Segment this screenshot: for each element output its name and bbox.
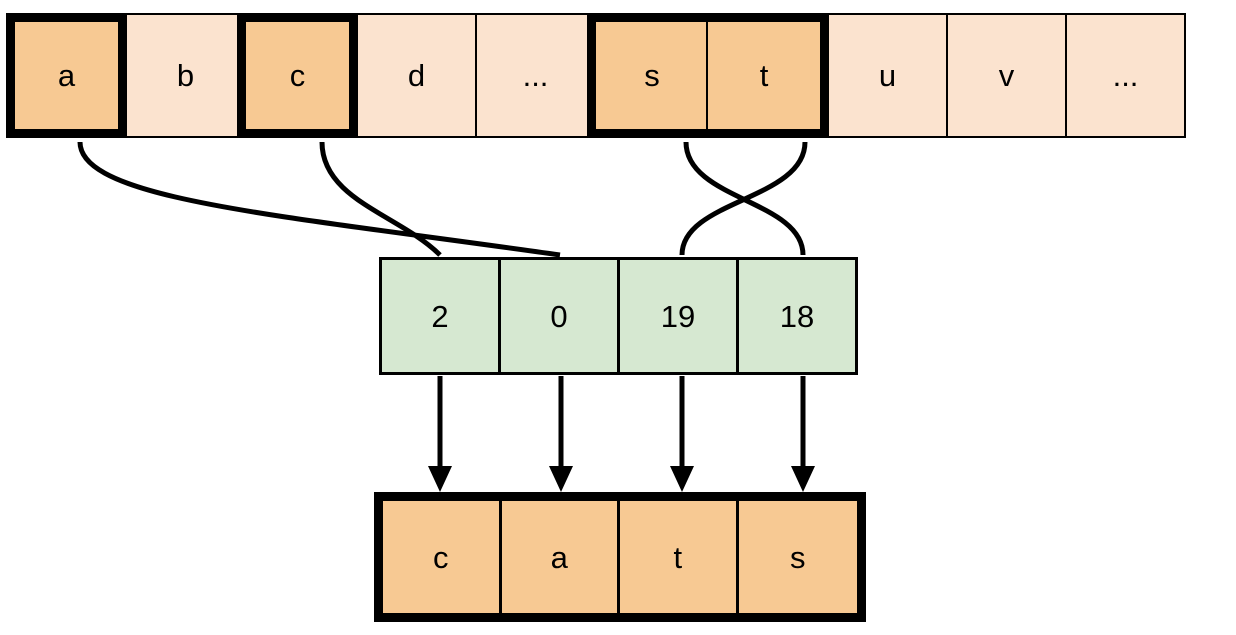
result-cell-label: a: [550, 539, 568, 575]
alphabet-cell-label: ...: [1112, 58, 1139, 93]
result-cell-1[interactable]: a: [501, 501, 620, 613]
result-cell-0[interactable]: c: [383, 501, 502, 613]
index-cell-2[interactable]: 19: [617, 257, 739, 375]
result-cell-2[interactable]: t: [620, 501, 739, 613]
result-cell-3[interactable]: s: [738, 501, 857, 613]
alphabet-cell-label: s: [644, 58, 660, 93]
connector-a-to-0: [77, 141, 561, 258]
result-cell-label: s: [790, 539, 806, 575]
arrow-2-to-c: [428, 376, 452, 492]
index-cell-3[interactable]: 18: [736, 257, 858, 375]
alphabet-cell-label: a: [57, 58, 76, 93]
alphabet-row: a b c d ... s t u v ...: [6, 13, 1225, 138]
alphabet-cell-label: v: [998, 58, 1015, 93]
alphabet-cell-d[interactable]: d: [356, 13, 477, 138]
index-row: 2 0 19 18: [379, 257, 865, 375]
alphabet-cell-s[interactable]: s: [587, 13, 708, 138]
alphabet-cell-label: b: [176, 58, 195, 93]
arrow-18-to-s: [791, 376, 815, 492]
alphabet-cell-label: d: [407, 58, 426, 93]
alphabet-cell-ellipsis-2[interactable]: ...: [1065, 13, 1186, 138]
alphabet-cell-a[interactable]: a: [6, 13, 127, 138]
index-cell-label: 0: [550, 298, 568, 334]
result-cell-label: t: [673, 539, 683, 575]
alphabet-cell-c[interactable]: c: [237, 13, 358, 138]
alphabet-cell-v[interactable]: v: [946, 13, 1067, 138]
alphabet-cell-label: u: [878, 58, 897, 93]
alphabet-cell-u[interactable]: u: [827, 13, 948, 138]
connector-t-to-19: [679, 141, 808, 256]
alphabet-cell-label: ...: [522, 58, 549, 93]
index-cell-label: 19: [660, 298, 696, 334]
arrow-19-to-t: [670, 376, 694, 492]
alphabet-cell-t[interactable]: t: [708, 13, 829, 138]
arrow-0-to-a: [549, 376, 573, 492]
alphabet-cell-label: c: [289, 58, 306, 93]
alphabet-cell-b[interactable]: b: [125, 13, 246, 138]
result-cell-label: c: [433, 539, 449, 575]
connector-c-to-2: [319, 141, 442, 257]
result-row: c a t s: [374, 492, 866, 622]
index-cell-1[interactable]: 0: [498, 257, 620, 375]
index-cell-label: 18: [779, 298, 815, 334]
index-cell-0[interactable]: 2: [379, 257, 501, 375]
connector-s-to-18: [683, 141, 806, 256]
alphabet-cell-label: t: [759, 58, 769, 93]
alphabet-cell-ellipsis-1[interactable]: ...: [475, 13, 596, 138]
index-cell-label: 2: [431, 298, 449, 334]
